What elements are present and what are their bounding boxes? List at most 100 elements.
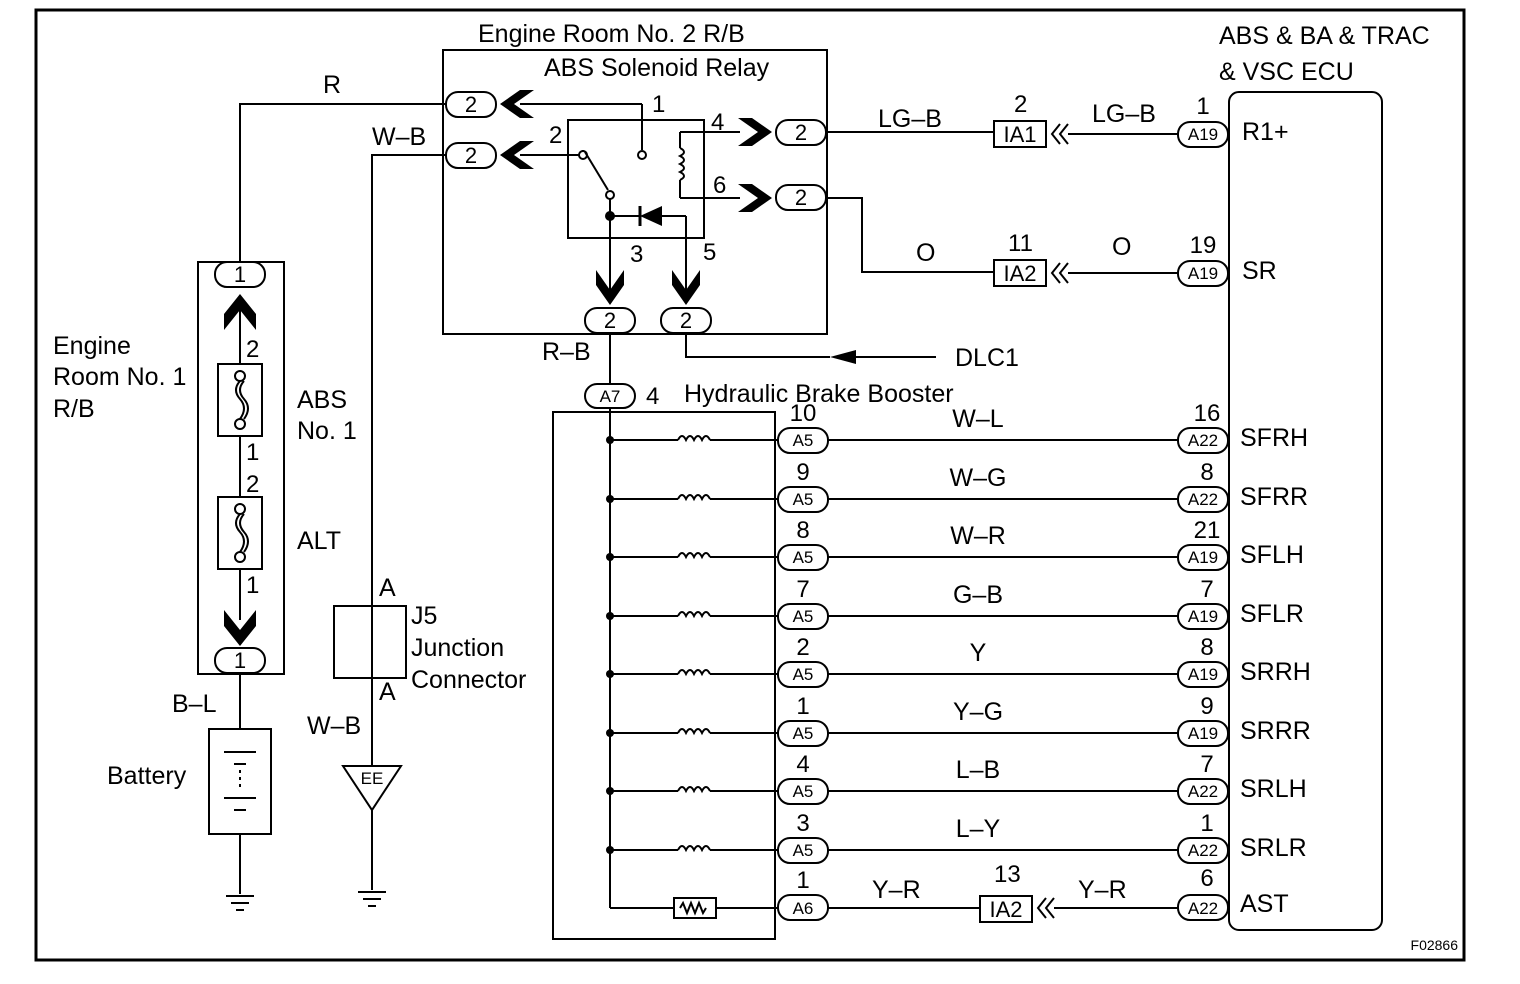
chevron-down-icon [672,270,700,305]
ia2-connector-bottom [979,895,1033,923]
ecu-label-1: ABS & BA & TRAC [1219,22,1430,50]
ecu-terminal-label: SRRH [1240,658,1311,686]
chevron-up-icon [224,294,256,330]
ast-ecu-connector [1177,894,1229,921]
booster-connector-label: A5 [793,841,814,860]
chevron-left-icon [500,141,534,169]
ecu-connector-label: A22 [1188,841,1218,860]
ia2-connector-top [993,259,1047,287]
relay-pin-1: 1 [652,91,665,118]
ecu-pin-number: 7 [1200,751,1213,778]
fuse-element-icon [239,380,249,420]
ecu-connector-label: A22 [1188,431,1218,450]
ecu-terminal-label: SFRH [1240,424,1308,452]
ecu-connector [1177,260,1229,287]
wire-dlc1 [685,333,830,358]
fuse-abs-label-2: No. 1 [297,417,357,445]
ecu-terminal-label: R1+ [1242,118,1289,146]
ecu-terminal-label: SRLH [1240,775,1307,803]
booster-pin-number: 1 [796,693,809,720]
ecu-connector [1177,544,1229,571]
j5-label-3: Connector [411,666,526,694]
battery-label: Battery [107,762,187,790]
ecu-pin-number: 9 [1200,693,1213,720]
wire-o-label-1: O [916,239,935,267]
svg-text:2: 2 [680,308,692,333]
wire-lgb-label-1: LG–B [878,105,942,133]
booster-pin-number: 7 [796,576,809,603]
ecu-connector [1177,661,1229,688]
chevron-right-icon [738,118,772,146]
wire-color-label: W–R [950,522,1006,550]
dlc1-label: DLC1 [955,344,1019,372]
chevron-left-icon [1036,897,1055,919]
ecu-terminal-label: SFRR [1240,483,1308,511]
ecu-pin-number: 7 [1200,576,1213,603]
chevron-left-icon [1050,262,1069,284]
solenoid-coil-icon [677,669,711,677]
booster-connector-label: A5 [793,724,814,743]
er1-label-line2: Room No. 1 [53,363,186,391]
ecu-terminal-label: SFLH [1240,541,1304,569]
ground-icon [358,891,386,907]
svg-text:2: 2 [604,308,616,333]
ecu-connector-label: A19 [1188,125,1218,144]
abs-solenoid-relay-label: ABS Solenoid Relay [544,54,770,82]
ecu-connector-label: A19 [1188,724,1218,743]
fuse-terminal [234,370,246,382]
wire-color-label: W–L [952,405,1004,433]
chevron-left-icon [1050,123,1069,145]
solenoid-coil-icon [677,611,711,619]
wire-color-label: L–B [956,756,1000,784]
fuse-element-icon [235,513,245,553]
j5-label-2: Junction [411,634,504,662]
wire-rb-label: R–B [542,338,591,366]
fuse-terminal [234,551,246,563]
wire-wb-bottom-label: W–B [307,712,361,740]
ia1-pin: 2 [1014,91,1027,118]
ecu-pin-number: 19 [1190,232,1217,259]
booster-pin-number: 4 [796,751,809,778]
ia1-label: IA1 [1003,122,1036,147]
relay-box [567,119,705,239]
solenoid-coil-icon [677,845,711,853]
ia2-top-label: IA2 [1003,261,1036,286]
booster-connector-label: A5 [793,782,814,801]
wire-yr-label-2: Y–R [1078,876,1127,904]
arrow-left-icon [830,350,856,364]
er1-label-line3: R/B [53,395,95,423]
ecu-connector-label: A19 [1188,607,1218,626]
wire-color-label: G–B [953,581,1003,609]
ecu-pin-number: 1 [1196,93,1209,120]
fuse-terminal [234,503,246,515]
booster-connector-label: A5 [793,665,814,684]
relay-internals [520,103,740,290]
abs-vsc-ecu [1228,91,1383,931]
a6-pin: 1 [796,867,809,894]
ground-point-label: EE [361,769,384,788]
booster-pin-number: 2 [796,634,809,661]
wire-o-label-2: O [1112,233,1131,261]
ecu-pin-number: 8 [1200,634,1213,661]
wire-o [826,197,994,273]
ecu-connector [1177,603,1229,630]
ia2-top-pin: 11 [1008,230,1033,257]
booster-connector-label: A5 [793,490,814,509]
wire-color-label: L–Y [956,815,1001,843]
solenoid-coil-icon [677,552,711,560]
fuse-abs-label-1: ABS [297,386,347,414]
j5-junction-connector [333,605,407,679]
fuse-terminal [234,418,246,430]
wire-wb-label: W–B [372,123,426,151]
fuse-alt-label: ALT [297,527,341,555]
svg-text:2: 2 [465,143,477,168]
booster-pin-number: 10 [790,400,817,427]
svg-text:2: 2 [795,120,807,145]
